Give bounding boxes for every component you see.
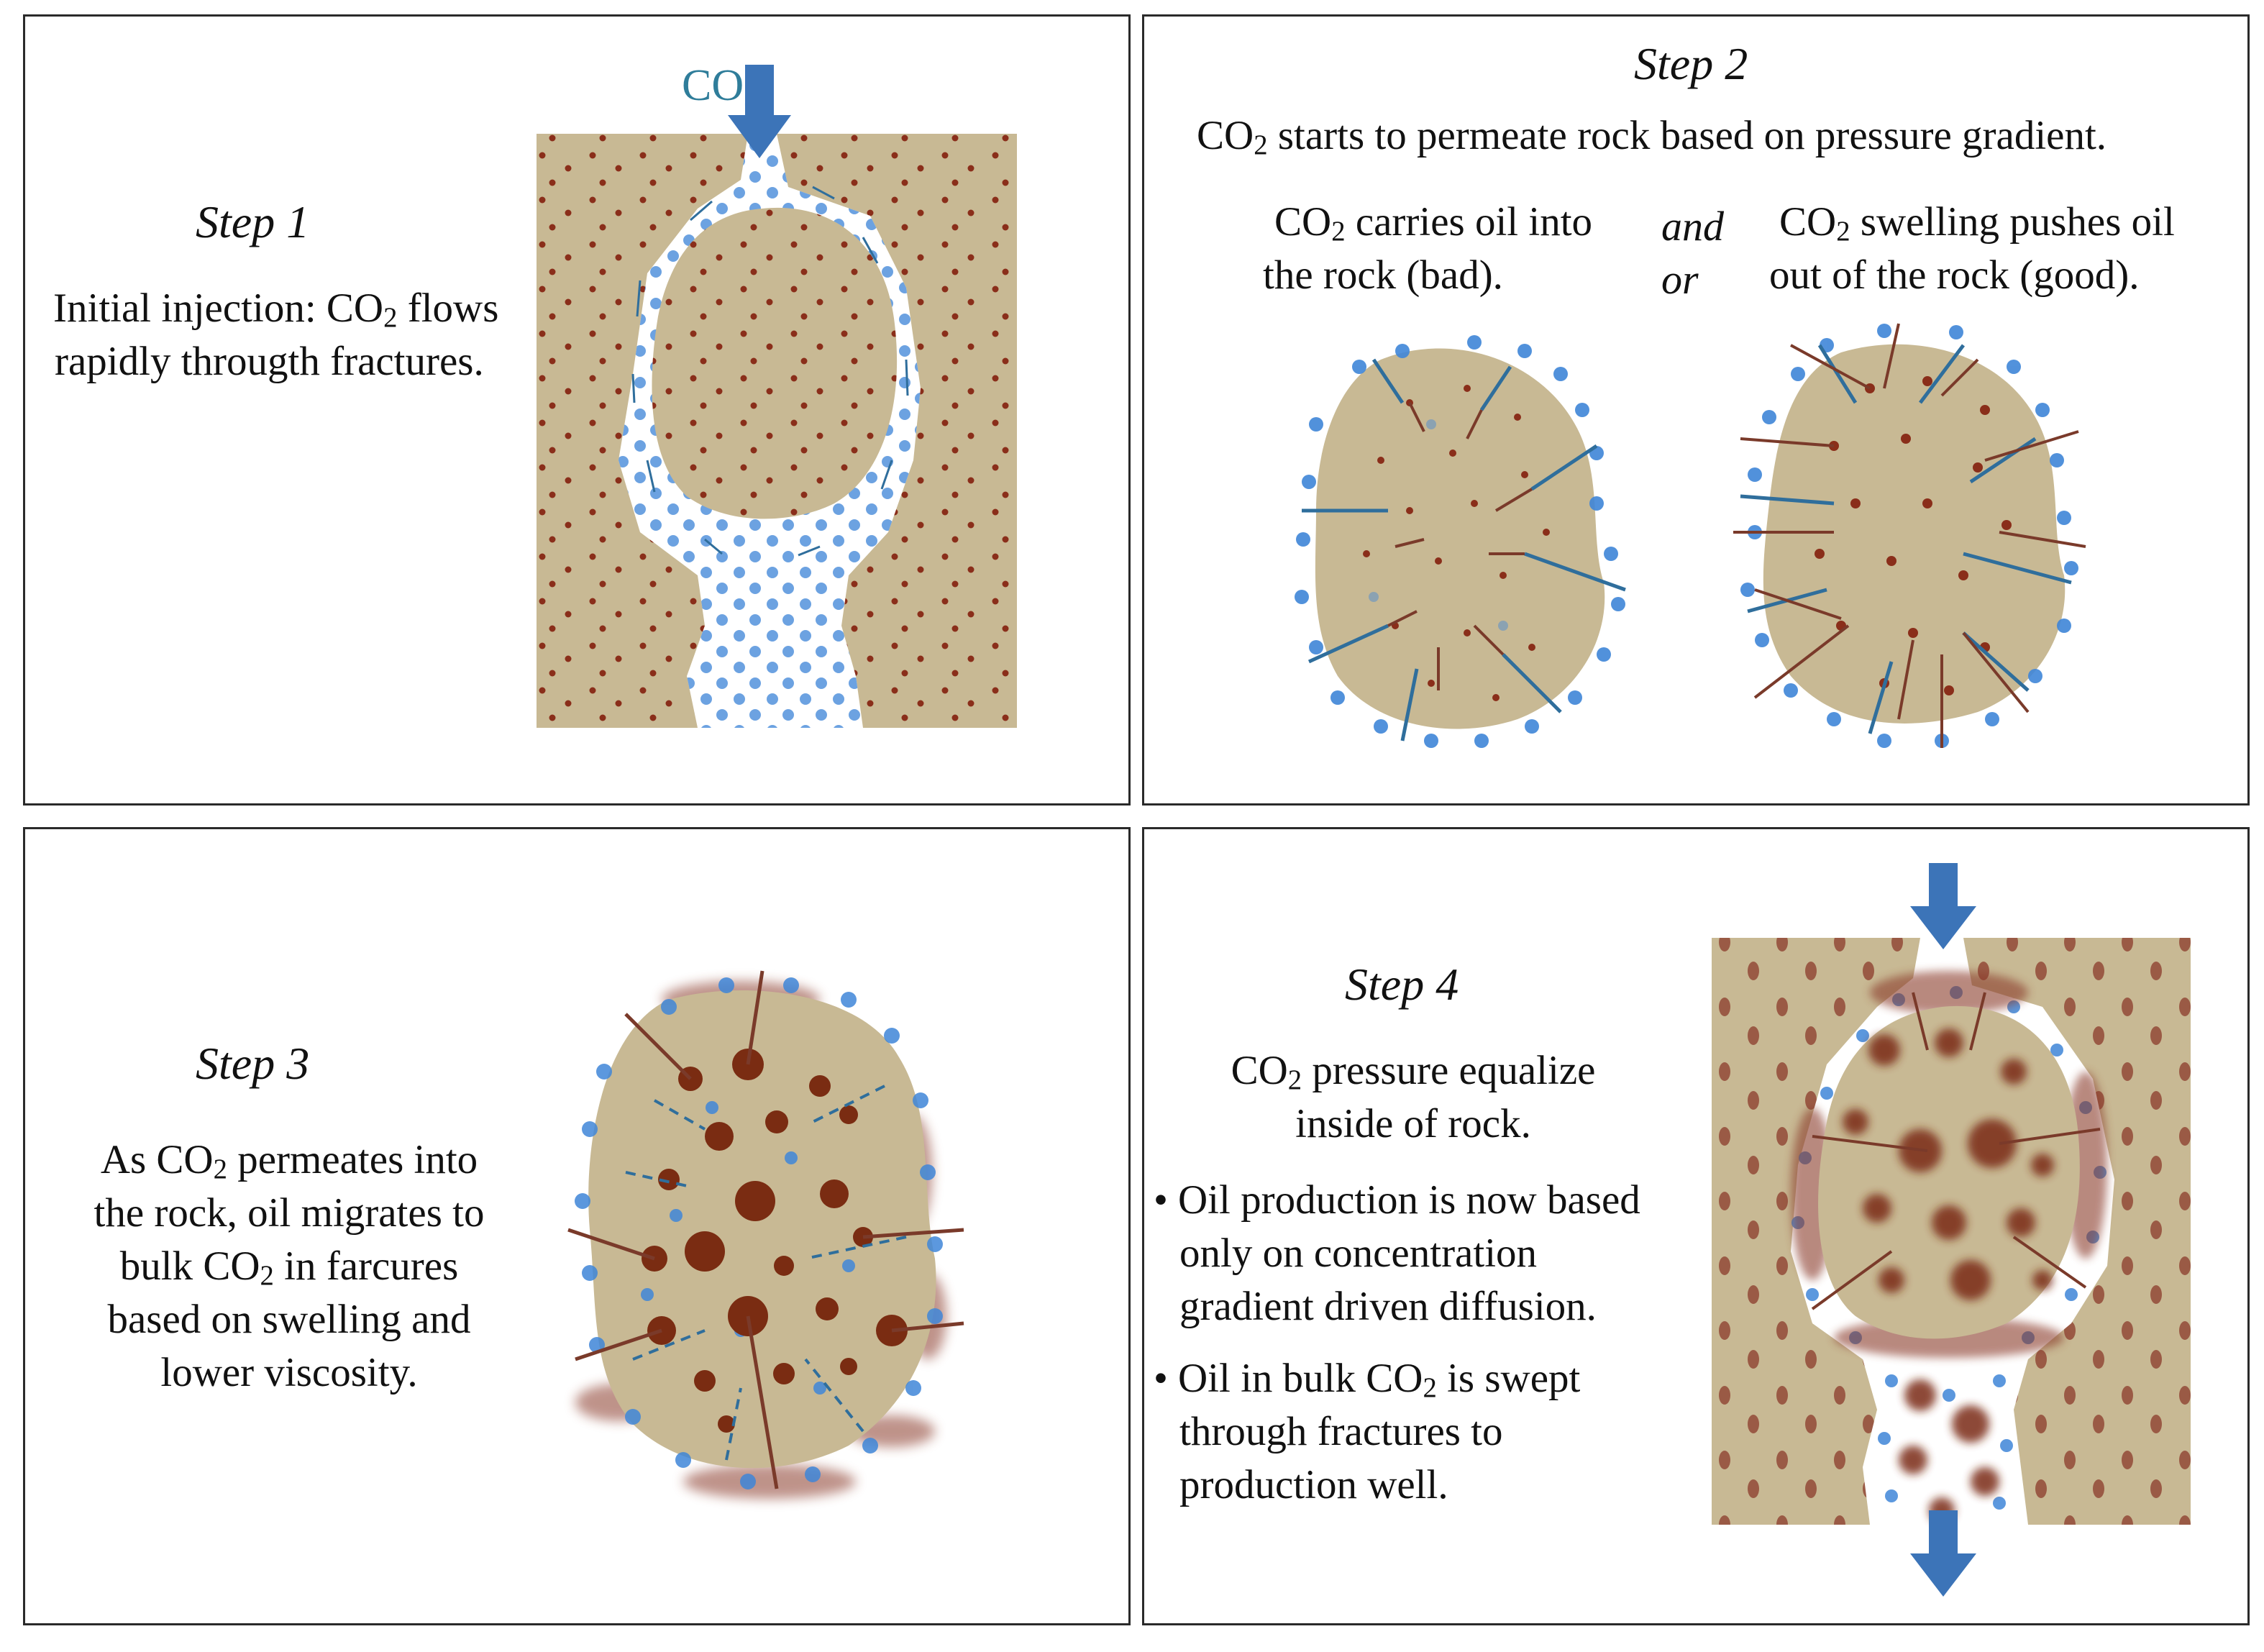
step-4-bullet-2-line-2: through fractures to — [1179, 1409, 1503, 1454]
step-2-right-caption-2: out of the rock (good). — [1769, 252, 2140, 298]
step-4-bullet-2-line-3: production well. — [1179, 1462, 1448, 1507]
step-3-title: Step 3 — [196, 1038, 310, 1089]
step-3-line-2: the rock, oil migrates to — [93, 1190, 485, 1236]
step-2-left-caption-1: CO2 carries oil into — [1274, 199, 1593, 247]
panel-step-3 — [23, 827, 1131, 1625]
step-4-bullet-1-line-3: gradient driven diffusion. — [1179, 1284, 1597, 1329]
step-4-fracture-diagram — [1712, 863, 2191, 1597]
step-1-text-line-1: Initial injection: CO2 flows — [53, 286, 499, 333]
step-1-fracture-diagram — [537, 65, 1017, 728]
step-4-bullet-2: •Oil in bulk CO2 is swept — [1154, 1356, 1581, 1403]
step-4-bullet-1: •Oil production is now based — [1154, 1177, 1640, 1223]
or-label: or — [1661, 256, 1699, 303]
step-2-subtitle: CO2 starts to permeate rock based on pre… — [1197, 113, 2107, 160]
step-2-right-caption-1: CO2 swelling pushes oil — [1779, 199, 2175, 247]
co2-inlet-arrow — [1910, 863, 1976, 949]
step-3-line-4: based on swelling and — [107, 1297, 471, 1342]
step-2-left-block — [1295, 335, 1626, 748]
step-3-line-5: lower viscosity. — [160, 1350, 418, 1395]
and-label: and — [1661, 203, 1724, 250]
production-outlet-arrow — [1910, 1510, 1976, 1597]
step-1-title: Step 1 — [196, 196, 310, 247]
step-3-block — [567, 970, 964, 1499]
step-1-text-line-2: rapidly througth fractures. — [55, 339, 484, 384]
step-4-line-2: inside of rock. — [1295, 1101, 1531, 1146]
step-2-left-caption-2: the rock (bad). — [1263, 252, 1503, 298]
co2-injection-arrow — [728, 65, 791, 158]
step-4-line-1: CO2 pressure equalize — [1231, 1048, 1596, 1095]
panel-step-2 — [1142, 14, 2250, 806]
step-3-line-3: bulk CO2 in farcures — [119, 1243, 459, 1291]
step-2-right-block — [1733, 323, 2086, 748]
step-4-title: Step 4 — [1345, 959, 1459, 1010]
step-3-line-1: As CO2 permeates into — [100, 1137, 478, 1185]
step-2-title: Step 2 — [1634, 38, 1748, 89]
step-4-bullet-1-line-2: only on concentration — [1179, 1231, 1538, 1276]
